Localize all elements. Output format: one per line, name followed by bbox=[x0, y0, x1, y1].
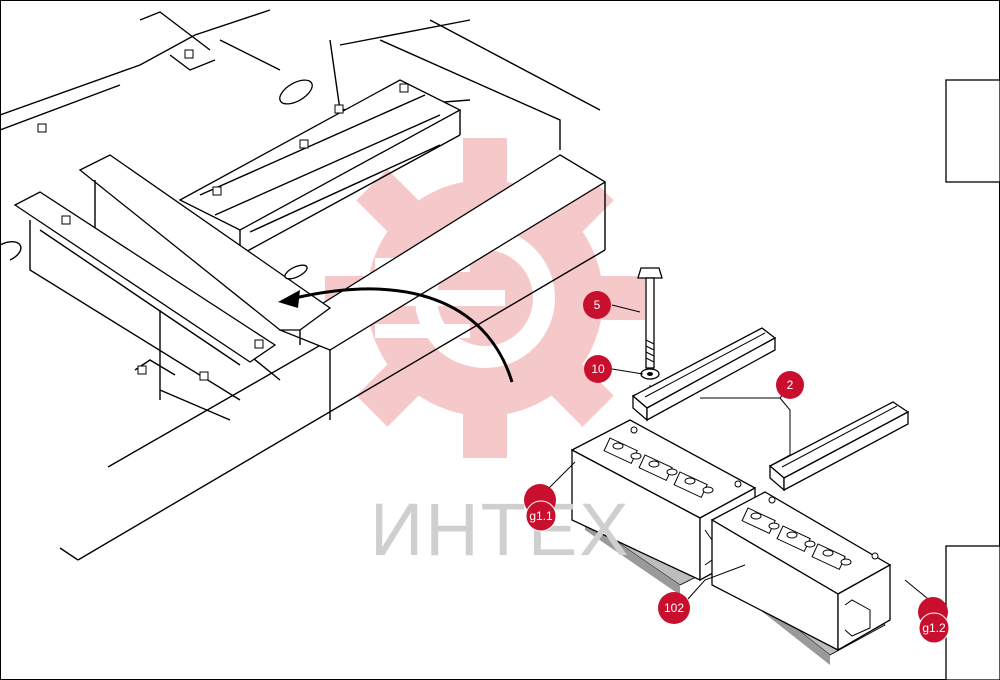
svg-text:10: 10 bbox=[591, 362, 605, 376]
svg-text:2: 2 bbox=[787, 378, 794, 392]
callout-g1-1[interactable]: g1.1 bbox=[524, 484, 557, 532]
svg-text:g1.1: g1.1 bbox=[529, 509, 553, 523]
svg-text:5: 5 bbox=[594, 298, 601, 312]
chassis-frame bbox=[0, 9, 607, 561]
callout-10[interactable]: 10 bbox=[584, 355, 612, 383]
clamp-bar-lower[interactable] bbox=[768, 401, 910, 492]
watermark-text: ИНТЕХ bbox=[370, 488, 631, 571]
callout-5[interactable]: 5 bbox=[583, 291, 611, 319]
clamp-bar-upper[interactable] bbox=[631, 327, 777, 422]
curved-arrow-icon bbox=[278, 287, 514, 383]
side-tab-bottom[interactable] bbox=[945, 545, 1000, 680]
svg-text:g1.2: g1.2 bbox=[922, 621, 946, 635]
callout-102[interactable]: 102 bbox=[658, 592, 690, 624]
battery-right[interactable] bbox=[710, 491, 892, 665]
svg-text:102: 102 bbox=[664, 601, 684, 615]
washer-part[interactable] bbox=[640, 368, 660, 380]
bolt-part[interactable] bbox=[637, 267, 663, 420]
side-tab-top[interactable] bbox=[945, 79, 1000, 183]
callout-g1-2[interactable]: g1.2 bbox=[918, 597, 950, 644]
callout-2[interactable]: 2 bbox=[776, 371, 804, 399]
